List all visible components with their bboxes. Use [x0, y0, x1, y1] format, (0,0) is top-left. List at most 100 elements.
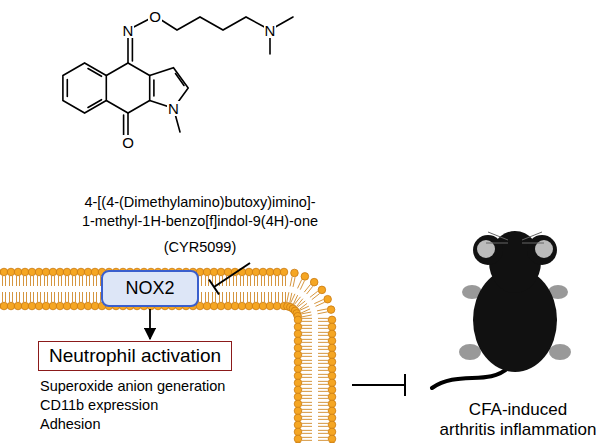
lipid-head [210, 302, 218, 310]
lipid-tail [302, 391, 312, 392]
lipid-tail [302, 335, 312, 336]
lipid-tail [2, 292, 3, 302]
lipid-tail [226, 292, 227, 302]
lipid-tail [302, 328, 312, 329]
lipid-tail [30, 276, 31, 286]
lipid-tail [254, 292, 255, 302]
lipid-tail [318, 377, 328, 378]
mouse-ear [527, 235, 557, 265]
lipid-tail [247, 292, 248, 302]
lipid-tail [201, 276, 202, 286]
pyrrole-double-bonds [154, 74, 184, 97]
connector-arrow [149, 309, 151, 339]
lipid-tail [302, 374, 312, 375]
lipid-tail [75, 292, 76, 302]
lipid-head [49, 302, 57, 310]
lipid-tail [261, 292, 262, 302]
lipid-head [328, 414, 336, 422]
lipid-tail [261, 276, 262, 286]
lipid-head [328, 351, 336, 359]
lipid-tail [318, 423, 328, 424]
lipid-head [42, 268, 50, 276]
effect-item: Superoxide anion generation [40, 378, 225, 395]
lipid-head [56, 268, 64, 276]
lipid-tail [302, 395, 312, 396]
lipid-tail [302, 315, 312, 317]
lipid-tail [318, 426, 328, 427]
lipid-tail [61, 276, 62, 286]
lipid-head [70, 268, 78, 276]
lipid-tail [318, 367, 328, 368]
lipid-head [77, 302, 85, 310]
lipid-head [266, 302, 274, 310]
lipid-head [328, 442, 336, 443]
lipid-tail [302, 332, 312, 333]
lipid-tail [302, 398, 312, 399]
lipid-head [238, 302, 246, 310]
benzene-ring [63, 63, 106, 113]
lipid-head [21, 302, 29, 310]
lipid-tail [290, 277, 292, 287]
lipid-tail [82, 276, 83, 286]
lipid-head [294, 365, 302, 373]
lipid-head [7, 268, 15, 276]
lipid-head [91, 302, 99, 310]
lipid-tail [5, 276, 6, 286]
lipid-tail [302, 440, 312, 441]
lipid-tail [318, 430, 328, 431]
lipid-tail [79, 276, 80, 286]
lipid-tail [51, 292, 52, 302]
lipid-tail [26, 292, 27, 302]
lipid-head [328, 337, 336, 345]
lipid-head [294, 421, 302, 429]
lipid-tail [317, 309, 327, 311]
lipid-head [0, 302, 8, 310]
lipid-tail [19, 292, 20, 302]
lipid-tail [302, 370, 312, 371]
membrane-midline [0, 289, 315, 443]
lipid-tail [318, 356, 328, 357]
lipid-tail [307, 286, 313, 294]
lipid-tail [318, 312, 328, 314]
mouse-paw [459, 344, 481, 360]
lipid-head [210, 268, 218, 276]
lipid-head [266, 268, 274, 276]
lipid-tail [23, 276, 24, 286]
lipid-tail [318, 335, 328, 336]
lipid-tail [72, 292, 73, 302]
lipid-tail [93, 292, 94, 302]
lipid-tail [58, 276, 59, 286]
lipid-tail [316, 302, 325, 306]
lipid-tail [302, 384, 312, 385]
lipid-tail [215, 276, 216, 286]
lipid-head [35, 268, 43, 276]
lipid-tail [40, 292, 41, 302]
lipid-head [245, 302, 253, 310]
lipid-head [252, 302, 260, 310]
lipid-tail [318, 346, 328, 347]
lipid-tail [68, 292, 69, 302]
lipid-tail [9, 292, 10, 302]
lipid-head [294, 435, 302, 443]
mouse-tail [432, 368, 508, 388]
lipid-head [310, 278, 318, 286]
lipid-head [294, 386, 302, 394]
lipid-tail [318, 339, 328, 340]
lipid-tail [30, 292, 31, 302]
lipid-tail [318, 419, 328, 420]
lipid-tail [54, 292, 55, 302]
lipid-tail [318, 384, 328, 385]
lipid-tail [318, 353, 328, 354]
lipid-tail [318, 318, 328, 319]
lipid-head [328, 435, 336, 443]
lipid-tail [72, 276, 73, 286]
lipid-head [294, 330, 302, 338]
lipid-tail [44, 276, 45, 286]
lipid-tail [302, 346, 312, 347]
lipid-tail [318, 374, 328, 375]
inhibit-bar [209, 280, 219, 295]
lipid-head [294, 400, 302, 408]
lipid-head [328, 428, 336, 436]
lipid-head [328, 344, 336, 352]
